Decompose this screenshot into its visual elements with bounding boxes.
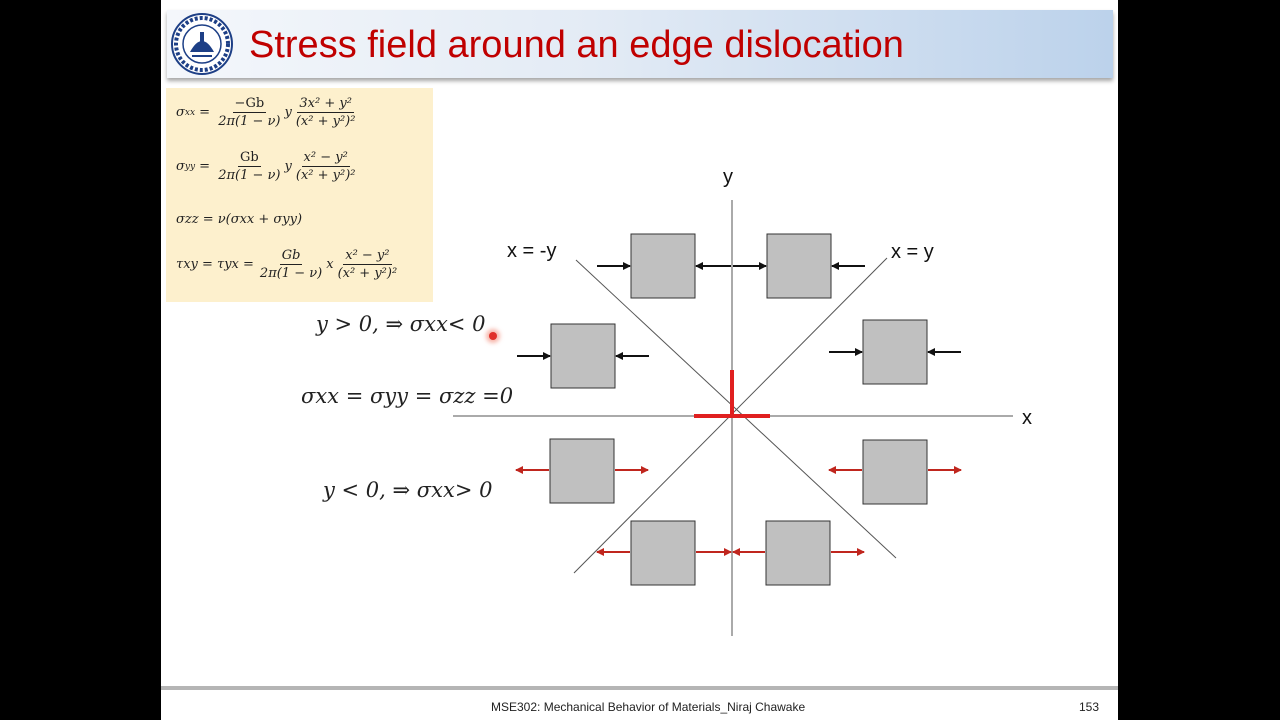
line-x-equals-neg-y [575, 259, 897, 559]
element-lower-right-mid [862, 439, 928, 505]
condition-slip-plane: σxx = σyy = σzz =0 [301, 384, 514, 408]
footer-text: MSE302: Mechanical Behavior of Materials… [491, 700, 806, 714]
element-upper-right-top [766, 233, 832, 299]
institute-logo-icon [171, 13, 233, 75]
element-lower-left-bottom [630, 520, 696, 586]
equation-sigma-zz: σzz = ν(σxx + σyy) [176, 212, 303, 227]
slide-title: Stress field around an edge dislocation [249, 24, 904, 66]
element-upper-left-top [630, 233, 696, 299]
element-lower-left-mid [549, 438, 615, 504]
axis-y-label: y [723, 166, 733, 188]
slide: Stress field around an edge dislocation … [161, 0, 1118, 720]
element-lower-right-bottom [765, 520, 831, 586]
axis-x-label: x [1022, 407, 1032, 429]
element-upper-left-mid [550, 323, 616, 389]
title-bar: Stress field around an edge dislocation [167, 10, 1113, 78]
condition-upper-half: y > 0, ⇒ σxx< 0 [316, 312, 486, 336]
page-number: 153 [1079, 700, 1100, 714]
condition-lower-half: y < 0, ⇒ σxx> 0 [323, 478, 493, 502]
line-x-equals-neg-y-label: x = -y [507, 240, 556, 262]
line-x-equals-y-label: x = y [891, 241, 934, 263]
pointer-cursor-icon [489, 332, 497, 340]
footer-divider [161, 686, 1118, 690]
stress-diagram: x y x = y x = -y [453, 166, 1032, 636]
element-upper-right-mid [862, 319, 928, 385]
